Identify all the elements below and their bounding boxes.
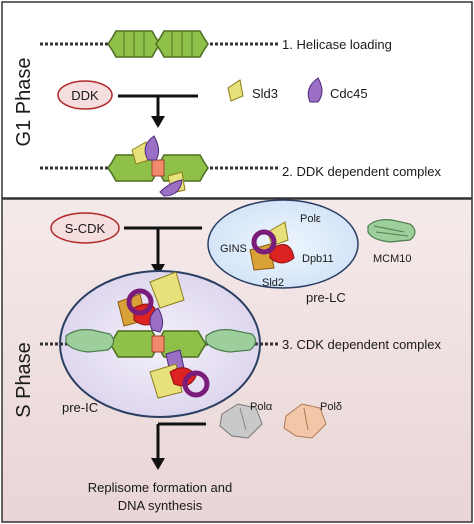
gins-ring xyxy=(251,229,277,255)
step1-label: 1. Helicase loading xyxy=(282,37,392,52)
ddk-kinase xyxy=(57,80,113,110)
scdk-inhibition-arrow xyxy=(124,226,202,276)
pre-ic-label: pre-IC xyxy=(62,400,98,415)
s-phase-label: S Phase xyxy=(13,342,35,418)
pre-ic-mcm10-left xyxy=(65,329,115,353)
ddk-label: DDK xyxy=(71,88,99,103)
mcm10-label: MCM10 xyxy=(373,253,412,265)
dpb11-shape xyxy=(269,244,295,264)
pre-lc-complex xyxy=(207,199,359,289)
ddk-inhibition-arrow xyxy=(118,94,198,128)
pol-alpha-shape xyxy=(219,403,263,439)
outcome-line-1: Replisome formation and xyxy=(88,480,233,495)
pre-ic-gins-bottom xyxy=(182,370,210,398)
mcm10-shape xyxy=(367,219,416,243)
cdc45-bound-2 xyxy=(159,179,183,197)
pol-epsilon-label: Polε xyxy=(300,213,321,225)
cdc45-bound-1 xyxy=(144,135,160,161)
outcome-line-2: DNA synthesis xyxy=(118,498,203,513)
gins-label: GINS xyxy=(220,243,247,255)
sld3-legend-label: Sld3 xyxy=(252,86,278,101)
scdk-kinase xyxy=(50,212,120,244)
mcm-double-hexamer-3 xyxy=(109,330,207,358)
pol-delta-shape xyxy=(283,403,327,439)
cdc45-icon xyxy=(307,77,323,103)
dpb11-label: Dpb11 xyxy=(302,253,334,265)
mcm-double-hexamer-2 xyxy=(107,154,209,182)
step2-label: 2. DDK dependent complex xyxy=(282,164,441,179)
cdc45-legend-label: Cdc45 xyxy=(330,86,368,101)
pre-ic-mcm10-right xyxy=(205,329,257,353)
sld3-icon xyxy=(227,79,244,102)
pol-alpha-label: Polα xyxy=(250,401,273,413)
g1-phase-label: G1 Phase xyxy=(13,58,35,147)
pol-delta-label: Polδ xyxy=(320,401,342,413)
pre-lc-label: pre-LC xyxy=(306,290,346,305)
scdk-label: S-CDK xyxy=(65,221,106,236)
pre-ic-cdc45-top xyxy=(149,307,164,333)
step3-label: 3. CDK dependent complex xyxy=(282,337,441,352)
mcm-double-hexamer-1 xyxy=(107,30,209,58)
sld2-label: Sld2 xyxy=(262,277,284,289)
replisome-arrow xyxy=(151,422,206,470)
pre-ic-pol-epsilon-top xyxy=(149,271,185,309)
pre-ic-gins-top xyxy=(126,288,154,316)
